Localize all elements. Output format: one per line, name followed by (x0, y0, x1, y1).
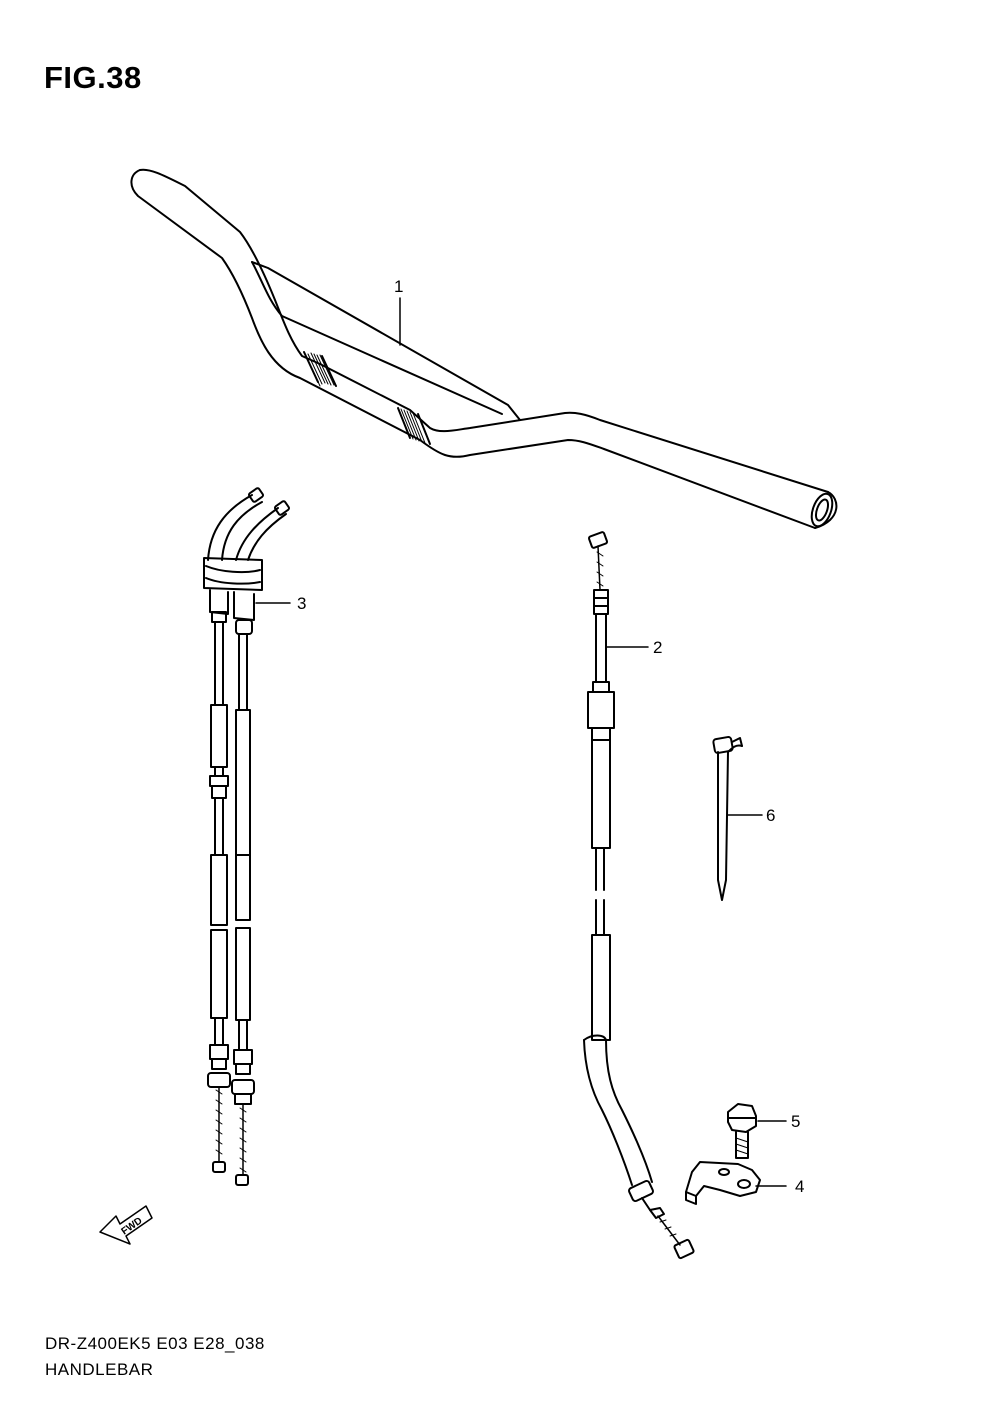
handlebar-part[interactable] (130, 168, 838, 529)
callout-2: 2 (653, 638, 662, 657)
clutch-cable-part[interactable] (583, 531, 695, 1260)
fwd-label: FWD (120, 1215, 145, 1237)
callout-6: 6 (766, 806, 775, 825)
throttle-cable-part[interactable] (203, 487, 291, 1186)
callout-1: 1 (394, 277, 403, 296)
bolt-part[interactable] (727, 1103, 787, 1159)
callout-3: 3 (297, 594, 306, 613)
section-name: HANDLEBAR (45, 1360, 154, 1379)
model-code: DR-Z400EK5 E03 E28_038 (45, 1334, 265, 1353)
forward-direction-arrow-icon: FWD (99, 1205, 153, 1245)
figure-title: FIG.38 (44, 60, 142, 95)
bracket-part[interactable] (685, 1161, 787, 1205)
clamp-guide-part[interactable] (712, 736, 763, 901)
callout-4: 4 (795, 1177, 804, 1196)
callout-5: 5 (791, 1112, 800, 1131)
